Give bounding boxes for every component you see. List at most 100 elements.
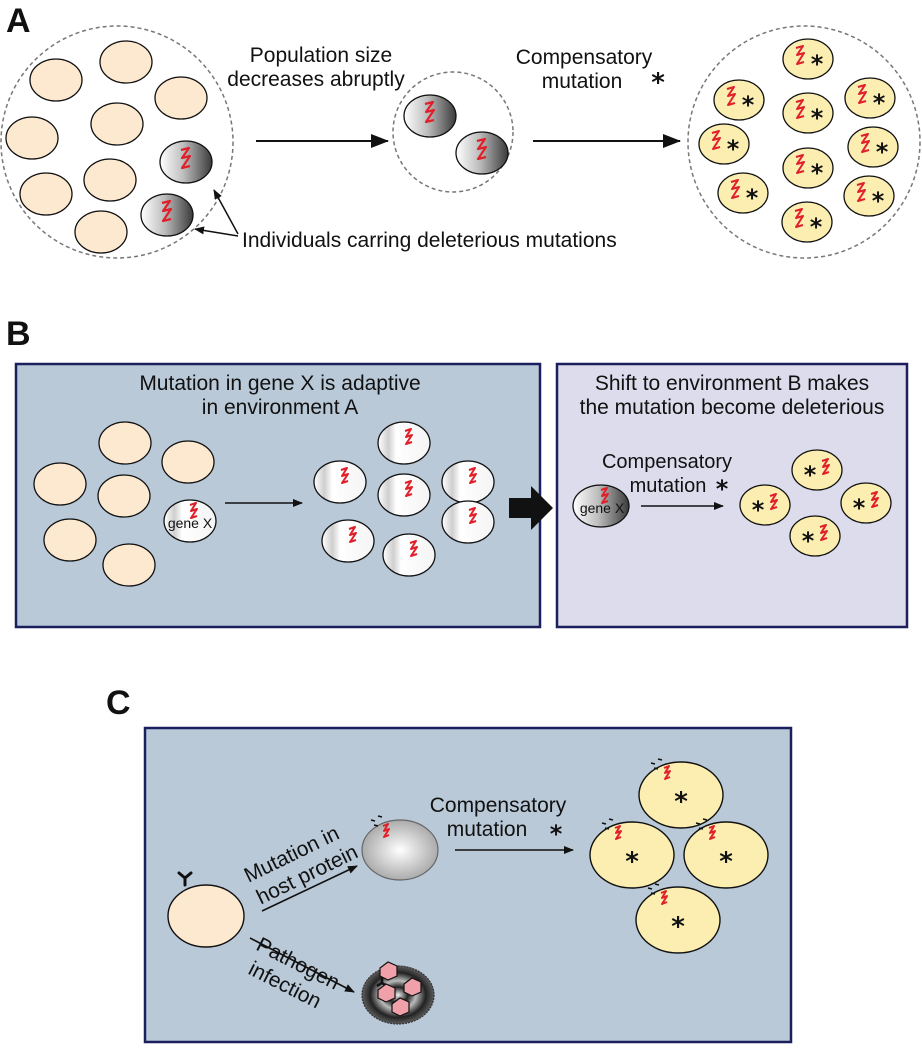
compensated-host-cell: * — [683, 818, 769, 889]
environment-shift-arrow — [509, 486, 553, 530]
mutation-icon — [821, 458, 830, 475]
population-recovered-boundary — [687, 25, 921, 259]
mutation-icon — [711, 130, 721, 150]
healthy-cell — [43, 518, 97, 562]
compensated-host-cells: * * * * — [589, 758, 769, 954]
mutation-icon — [468, 467, 477, 484]
env-a-adapted-cells — [313, 421, 495, 577]
deleterious-cell — [403, 94, 457, 138]
mutated-receptor-icon — [663, 765, 671, 780]
mutated-receptor-icon — [708, 825, 716, 840]
compensated-host-cell: * — [635, 883, 721, 954]
asterisk-icon: * — [727, 135, 740, 163]
compensated-cell: * — [782, 92, 834, 134]
asterisk-icon: * — [752, 496, 765, 524]
env-a-title-2: in environment A — [202, 396, 358, 419]
mutation-icon — [856, 182, 866, 202]
healthy-cell — [29, 58, 83, 102]
pathogen-icon — [403, 977, 422, 997]
deleterious-label: Individuals carring deleterious mutation… — [242, 229, 617, 252]
mutated-receptor-icon — [660, 890, 668, 905]
population-recovered-cells: * * * * * * * * * * — [698, 38, 899, 243]
asterisk-icon: * — [671, 912, 685, 942]
mutation-icon — [404, 428, 413, 445]
receptor-fragments-icon — [647, 883, 660, 895]
receptor-fragments-icon — [601, 818, 614, 830]
compensated-cell: * — [782, 38, 834, 80]
receptor-icon — [177, 871, 193, 887]
mutation-icon — [795, 45, 805, 65]
asterisk-icon: * — [872, 187, 885, 215]
healthy-cell — [74, 210, 128, 254]
population-large-boundary — [0, 25, 234, 259]
asterisk-icon: * — [625, 847, 639, 877]
host-cell — [167, 871, 245, 948]
env-b-compensatory-1: Compensatory — [602, 451, 732, 473]
adapted-cell — [441, 500, 495, 544]
asterisk-icon: * — [719, 847, 733, 877]
compensated-cell: * — [789, 515, 841, 557]
mutation-icon — [769, 493, 778, 510]
asterisk-icon: * — [853, 494, 866, 522]
asterisk-icon: * — [804, 461, 817, 489]
adapted-cell — [321, 519, 375, 563]
mutation-icon — [870, 491, 879, 508]
asterisk-icon: * — [811, 104, 824, 132]
asterisk-icon: * — [810, 213, 823, 241]
compensated-cell: * — [840, 482, 892, 524]
infected-cell — [361, 961, 435, 1025]
mutated-receptor-icon — [614, 825, 622, 840]
mutation-icon — [819, 524, 828, 541]
gene-x-label: gene X — [168, 515, 213, 531]
compensated-cell: * — [843, 175, 895, 217]
healthy-cell — [33, 462, 87, 506]
mutation-icon — [795, 154, 805, 174]
population-small-boundary — [392, 71, 514, 193]
healthy-cell — [83, 158, 137, 202]
compensated-cell: * — [781, 201, 833, 243]
compensated-host-cell: * — [638, 758, 724, 829]
compensated-host-cell: * — [589, 818, 675, 889]
compensated-cell: * — [717, 172, 769, 214]
mutation-icon — [424, 100, 436, 124]
pathogen-icon — [377, 983, 396, 1003]
healthy-cell — [161, 440, 215, 484]
mutation-icon — [180, 146, 192, 170]
healthy-cell — [90, 102, 144, 146]
pathogen-icon — [391, 997, 410, 1017]
adapted-cell — [382, 533, 436, 577]
adapted-cell — [377, 421, 431, 465]
healthy-cell — [154, 76, 208, 120]
mutation-icon — [726, 86, 736, 106]
env-a-initial-cells — [33, 421, 215, 587]
population-decrease-label-2: decreases abruptly — [227, 68, 405, 91]
asterisk-icon: * — [742, 91, 755, 119]
mutation-icon — [860, 133, 870, 153]
asterisk-icon: * — [873, 89, 886, 117]
mutated-receptor-icon — [382, 823, 390, 838]
mutation-icon — [857, 84, 867, 104]
adapted-cell — [313, 460, 367, 504]
compensated-cell: * — [713, 79, 765, 121]
panel-c-letter: C — [106, 684, 131, 722]
healthy-cell — [98, 421, 152, 465]
c-compensatory-label-2: mutation — [447, 818, 528, 841]
population-large-cells — [5, 40, 208, 254]
mutation-icon — [795, 99, 805, 119]
receptor-fragments-icon — [695, 818, 708, 830]
pointer-arrow — [213, 189, 239, 235]
healthy-cell — [97, 474, 151, 518]
asterisk-icon: * — [811, 50, 824, 78]
mutation-icon — [794, 208, 804, 228]
deleterious-cell — [159, 140, 213, 184]
mutation-icon — [348, 526, 357, 543]
healthy-cell — [99, 40, 153, 84]
c-compensatory-label-1: Compensatory — [430, 794, 567, 817]
population-decrease-label-1: Population size — [250, 44, 392, 67]
env-b-compensated-cells: * * * * — [739, 449, 892, 557]
mutation-icon — [476, 137, 488, 161]
mutation-icon — [340, 467, 349, 484]
compensated-cell: * — [791, 449, 843, 491]
env-a-title-1: Mutation in gene X is adaptive — [139, 372, 420, 395]
